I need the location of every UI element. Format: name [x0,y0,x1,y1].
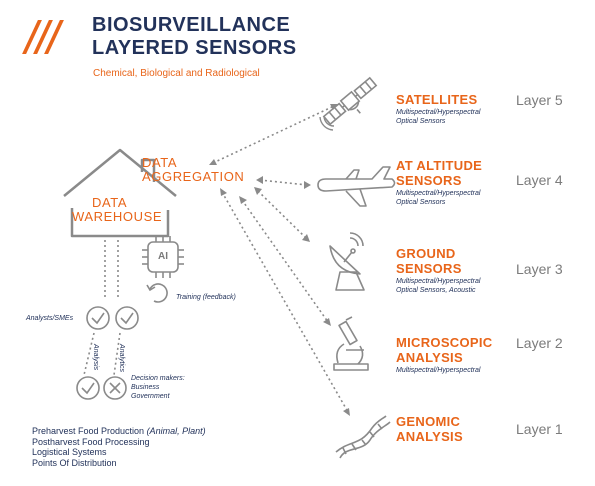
signal-waves-icon [319,115,335,131]
data-warehouse-line-2: WAREHOUSE [72,209,163,224]
connector-lines [83,105,349,413]
data-aggregation-label: DATA AGGREGATION [142,156,244,184]
arrowhead-layer3-in [254,187,262,195]
layer-3-name-2: SENSORS [396,261,462,276]
analysis-label: Analysis [92,344,99,371]
footer-line-1-italic: (Animal, Plant) [146,426,206,436]
ai-label: AI [158,251,168,262]
layer-5-number: Layer 5 [516,92,563,108]
decision-line-2: Business [131,384,160,391]
layer-1-name-1: GENOMIC [396,414,461,429]
title-line-1: BIOSURVEILLANCE [92,14,291,36]
connector-layer4 [259,179,308,186]
page-title: BIOSURVEILLANCE LAYERED SENSORS [92,14,297,60]
layer-4-desc-2: Optical Sensors [396,199,446,206]
layer-4-number: Layer 4 [516,172,563,188]
check-circle-1 [86,306,110,330]
microscope-icon [333,316,369,371]
page-subtitle: Chemical, Biological and Radiological [93,68,260,79]
arrowhead-layer5-in [209,159,217,165]
x-circle [103,376,127,400]
arrowhead-layer1-in [220,188,227,196]
check-circle-2 [115,306,139,330]
satellite-dish-icon [329,232,365,291]
layer-1-block: GENOMIC ANALYSIS [396,414,463,444]
layer-5-name: SATELLITES [396,92,478,107]
footer-list: Preharvest Food Production (Animal, Plan… [32,426,206,468]
layer-2-block: MICROSCOPIC ANALYSIS Multispectral/Hyper… [396,335,492,375]
layer-4-name-1: AT ALTITUDE [396,158,483,173]
data-aggregation-line-1: DATA [142,155,178,170]
connector-layer1 [221,191,349,413]
layer-2-name-1: MICROSCOPIC [396,335,493,350]
arrowhead-layer3-out [302,234,310,242]
footer-line-2: Postharvest Food Processing [32,436,150,447]
layer-2-name-2: ANALYSIS [396,350,463,365]
layer-4-block: AT ALTITUDE SENSORS Multispectral/Hypers… [396,158,482,207]
layer-5-desc-2: Optical Sensors [396,118,446,125]
connector-analytics [113,332,121,376]
arrowhead-layer2-in [239,196,247,204]
arrowhead-layer1-out [343,408,350,416]
title-line-2: LAYERED SENSORS [92,37,297,59]
satellite-icon [322,76,378,126]
layer-3-desc-1: Multispectral/Hyperspectral [396,278,481,285]
footer-line-3: Logistical Systems [32,447,107,457]
layer-3-desc-2: Optical Sensors, Acoustic [396,287,476,294]
connector-layer2 [241,199,329,323]
analysts-label: Analysts/SMEs [26,315,74,322]
layer-3-block: GROUND SENSORS Multispectral/Hyperspectr… [396,246,480,295]
decision-line-1: Decision makers: [131,375,185,382]
footer-line-1-prefix: Preharvest Food Production [32,426,147,436]
layer-5-desc-1: Multispectral/Hyperspectral [396,109,481,116]
decision-line-3: Government [131,393,170,400]
layer-4-name-2: SENSORS [396,173,462,188]
footer-line-1: Preharvest Food Production (Animal, Plan… [32,426,206,437]
layer-4-desc-1: Multispectral/Hyperspectral [396,190,481,197]
data-warehouse-label: DATA WAREHOUSE [72,196,162,224]
layer-2-number: Layer 2 [516,335,563,351]
ai-chip-icon [142,236,184,278]
airplane-icon [317,166,396,207]
arrowhead-layer4-out [304,181,311,189]
data-warehouse-line-1: DATA [92,195,128,210]
arrowhead-layer2-out [323,318,331,326]
connector-analysis [83,332,95,376]
check-circles [76,306,139,400]
refresh-icon [146,283,168,303]
layer-2-desc-1: Multispectral/Hyperspectral [396,367,481,374]
connector-layer3 [257,190,307,239]
arrowhead-layer4-in [256,176,263,184]
layer-3-number: Layer 3 [516,261,563,277]
dna-icon [335,415,391,459]
house-icon [63,148,177,238]
connector-layer5 [212,105,335,164]
training-label: Training (feedback) [176,294,236,301]
data-aggregation-line-2: AGGREGATION [142,169,245,184]
layer-1-number: Layer 1 [516,421,563,437]
footer-line-4: Points Of Distribution [32,457,117,468]
arrowheads [209,104,350,416]
layer-5-block: SATELLITES Multispectral/Hyperspectral O… [396,92,480,126]
analytics-label: Analytics [118,344,125,373]
decision-makers-label: Decision makers: Business Government [131,374,185,401]
layer-3-name-1: GROUND [396,246,456,261]
layer-1-name-2: ANALYSIS [396,429,463,444]
check-circle-3 [76,376,100,400]
